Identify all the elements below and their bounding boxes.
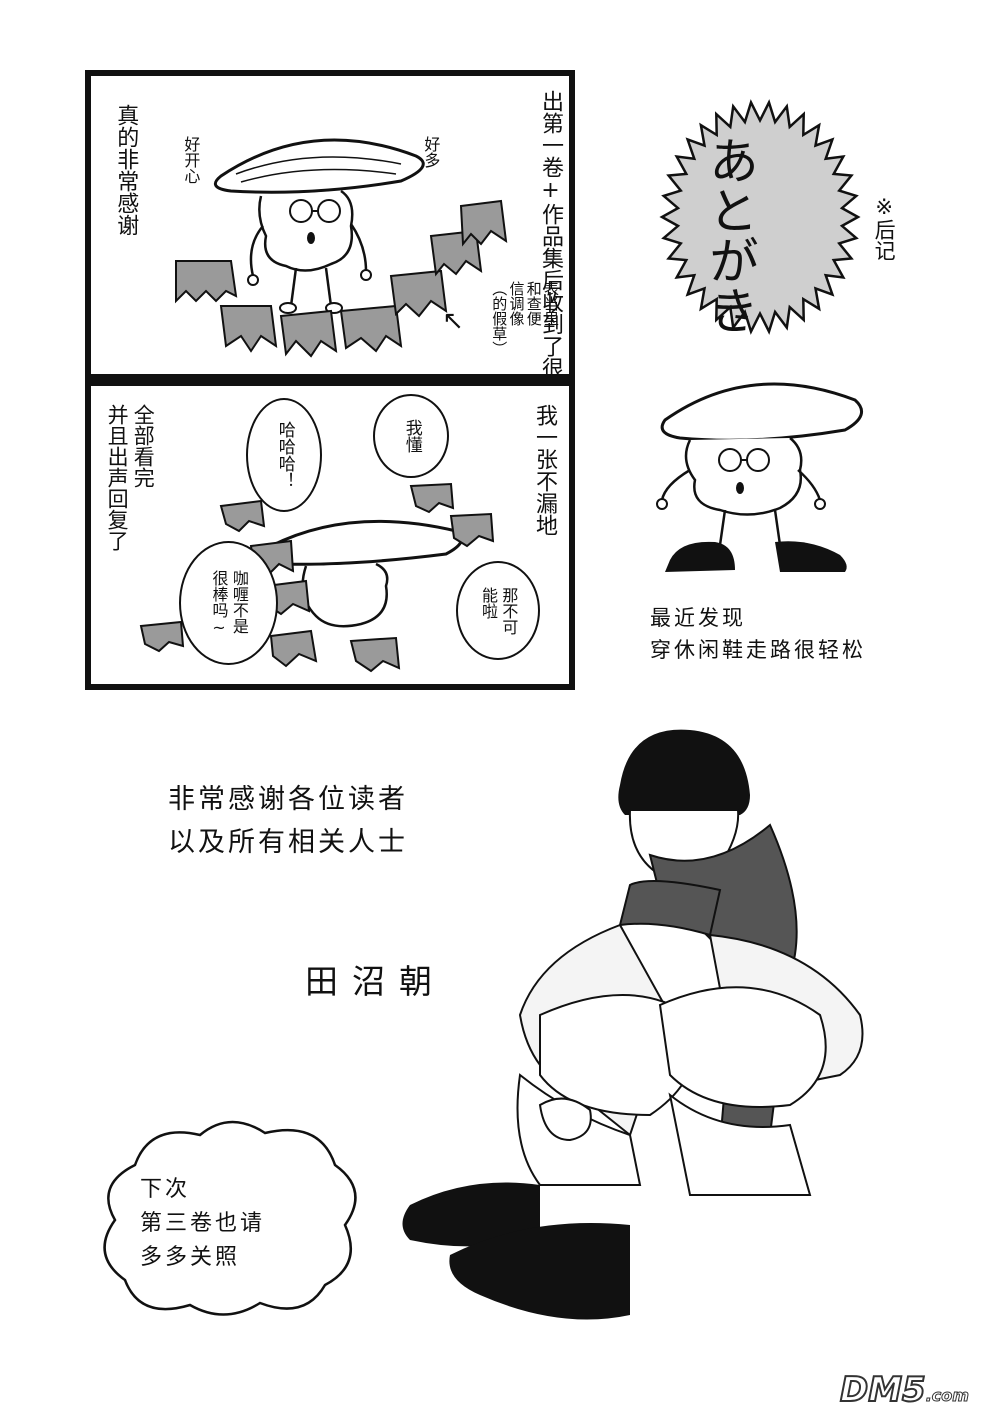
arrow-note-line: 和查便 <box>524 281 543 326</box>
arrow-icon: ↖ <box>442 306 464 336</box>
mushroom-with-sneakers-illustration <box>656 382 864 572</box>
speech-bubble-haha: 哈哈哈！ <box>246 398 322 512</box>
boy-sitting-illustration <box>402 729 864 1320</box>
afterword-starburst <box>659 99 861 335</box>
arrow-note-line: 表当里 <box>542 281 560 326</box>
panel2-narration-left-line: 全部看完 <box>131 404 156 488</box>
mushroom-character-reading-illustration <box>139 482 495 673</box>
next-volume-message: 下次 第三卷也请 多多关照 <box>140 1173 265 1275</box>
afterword-title: あとがき <box>701 135 759 335</box>
cloud-bubble-shape <box>103 1120 357 1316</box>
speech-bubble-understand: 我懂 <box>373 394 449 478</box>
author-signature: 田沼朝 <box>305 962 446 1001</box>
next-volume-line: 第三卷也请 <box>140 1211 266 1237</box>
speech-bubble-curry: 咖喱不是 很棒吗~ <box>179 541 278 665</box>
thanks-line: 以及所有相关人士 <box>168 827 408 859</box>
panel2-narration-right: 我一张不漏地 <box>532 404 557 536</box>
thanks-message: 非常感谢各位读者 以及所有相关人士 <box>168 778 408 864</box>
site-watermark: DM5.com <box>839 1369 969 1411</box>
afterword-caption: 最近发现 穿休闲鞋走路很轻松 <box>650 603 866 666</box>
panel2-narration-left: 全部看完 并且出声回复了 <box>105 404 155 551</box>
panel1-arrow-note: 表当里 和查便 信调像 （的假草） <box>490 281 560 356</box>
next-volume-line: 多多关照 <box>140 1245 241 1271</box>
afterword-note: ※后记 <box>872 195 897 261</box>
panel1-speech-b: 好开心 <box>181 136 201 184</box>
panel1-narration-left: 真的非常感谢 <box>113 104 139 236</box>
thanks-line: 非常感谢各位读者 <box>168 784 408 815</box>
speech-bubble-impossible: 那不可 能啦 <box>456 561 540 660</box>
panel2-narration-left-line: 并且出声回复了 <box>105 404 130 551</box>
comic-panel-2: 我一张不漏地 全部看完 并且出声回复了 我懂 哈哈哈！ 那不可 能啦 咖喱不是 … <box>85 380 575 690</box>
watermark-text: DM5 <box>839 1369 927 1411</box>
next-volume-line: 下次 <box>140 1177 191 1202</box>
caption-line: 最近发现 <box>650 606 746 630</box>
caption-line: 穿休闲鞋走路很轻松 <box>650 637 866 662</box>
arrow-note-line: （的假草） <box>490 281 509 356</box>
arrow-note-line: 信调像 <box>507 281 526 326</box>
comic-panel-1: 出第一卷+作品集后收到了很多调查表和读者来信 表当里 和查便 信调像 （的假草）… <box>85 70 575 577</box>
mushroom-character-illustration <box>175 138 508 358</box>
watermark-suffix: .com <box>925 1386 969 1406</box>
panel1-speech-a: 好多 <box>421 136 441 168</box>
